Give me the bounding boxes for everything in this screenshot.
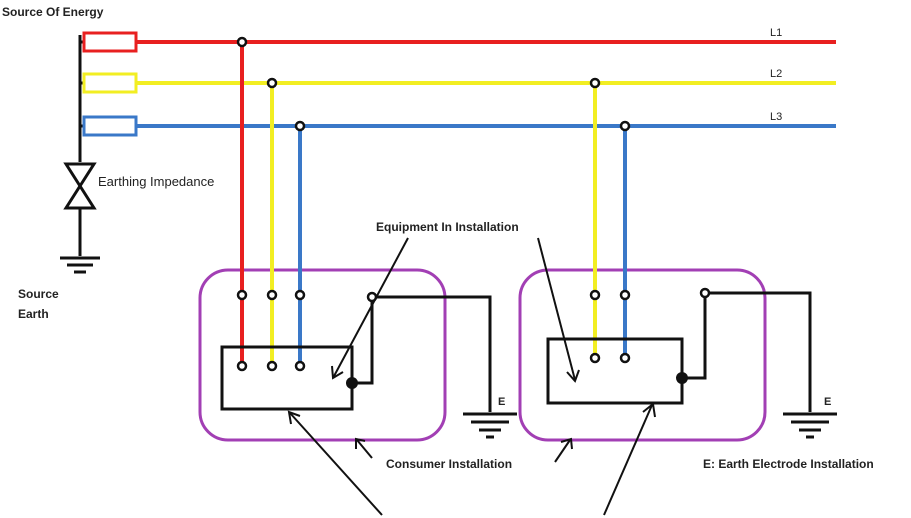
label-source-earth-line2: Earth xyxy=(18,307,49,321)
label-source-of-energy: Source Of Energy xyxy=(2,5,104,19)
label-l2: L2 xyxy=(770,68,782,80)
terminal-right-l2-equip xyxy=(589,352,601,364)
pe-junction-right xyxy=(676,372,688,384)
junction-l2-tap-right xyxy=(589,77,601,89)
arrow-bottom-to-right-box xyxy=(603,404,653,516)
label-earth-right: E xyxy=(824,396,831,408)
label-l3: L3 xyxy=(770,111,782,123)
label-earth-electrode-installation: E: Earth Electrode Installation xyxy=(703,457,874,471)
arrow-consumer-left xyxy=(356,439,373,459)
earthing-impedance-symbol-top xyxy=(63,162,97,189)
consumer-installation-outline-right xyxy=(518,268,767,442)
terminal-left-l3-equip xyxy=(294,360,306,372)
pe-junction-left xyxy=(346,377,358,389)
arrowhead-equipment-to-right xyxy=(566,369,580,383)
terminal-right-l3-entry xyxy=(619,289,631,301)
junction-l2-tap-left xyxy=(266,77,278,89)
pe-conductor-right xyxy=(682,291,812,412)
winding-l1 xyxy=(82,31,138,53)
pe-conductor-left xyxy=(352,295,492,412)
label-consumer-installation: Consumer Installation xyxy=(386,457,512,471)
terminal-left-l1-entry xyxy=(236,289,248,301)
arrowhead-bottom-to-left-box xyxy=(287,410,301,425)
terminal-left-l1-equip xyxy=(236,360,248,372)
arrow-bottom-to-left-box xyxy=(289,412,383,516)
label-source-earth-line1: Source xyxy=(18,287,59,301)
arrow-equipment-to-right xyxy=(537,237,576,381)
earthing-impedance-symbol-bottom xyxy=(63,183,97,210)
arrowhead-consumer-right xyxy=(560,437,573,450)
label-equipment-in-installation: Equipment In Installation xyxy=(376,220,519,234)
consumer-installation-outline-left xyxy=(198,268,447,442)
arrowhead-bottom-to-right-box xyxy=(642,402,656,418)
junction-l1-tap-left xyxy=(236,36,248,48)
equipment-box-right xyxy=(546,337,684,405)
label-l1: L1 xyxy=(770,27,782,39)
winding-l3 xyxy=(82,115,138,137)
label-earth-left: E xyxy=(498,396,505,408)
arrowhead-consumer-left xyxy=(355,437,366,449)
terminal-right-pe-entry xyxy=(699,287,711,299)
arrowhead-equipment-to-left xyxy=(331,365,344,380)
terminal-right-l3-equip xyxy=(619,352,631,364)
terminal-left-l2-equip xyxy=(266,360,278,372)
junction-l3-tap-left xyxy=(294,120,306,132)
terminal-left-l3-entry xyxy=(294,289,306,301)
winding-l2 xyxy=(82,72,138,94)
terminal-right-l2-entry xyxy=(589,289,601,301)
junction-l3-tap-right xyxy=(619,120,631,132)
arrow-consumer-right xyxy=(554,439,571,463)
label-earthing-impedance: Earthing Impedance xyxy=(98,174,214,189)
terminal-left-l2-entry xyxy=(266,289,278,301)
arrow-equipment-to-left xyxy=(332,237,409,379)
